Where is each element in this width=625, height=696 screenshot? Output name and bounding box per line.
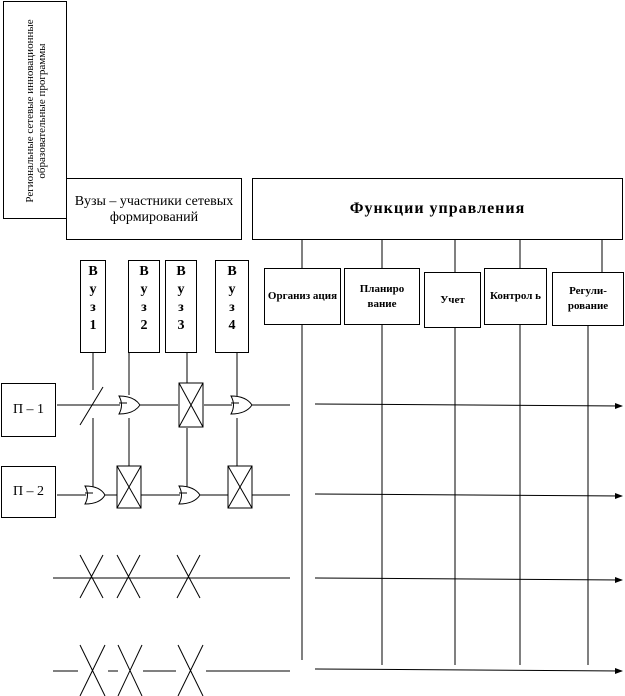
university-label: В у з 2 — [139, 264, 149, 333]
university-label: В у з 3 — [176, 264, 186, 333]
functions-title: Функции управления — [349, 200, 526, 217]
function-box-planning: Планиро вание — [344, 268, 420, 325]
university-box-3: В у з 3 — [165, 260, 197, 353]
program-box-2: П – 2 — [1, 466, 56, 518]
function-box-organization: Организ ация — [264, 268, 341, 325]
function-label: Планиро вание — [359, 282, 405, 310]
university-box-1: В у з 1 — [80, 260, 106, 353]
program-label: П – 1 — [12, 402, 45, 417]
function-label: Организ ация — [267, 290, 338, 302]
function-box-control: Контрол ь — [484, 268, 547, 325]
functions-title-box: Функции управления — [252, 178, 623, 240]
program-box-1: П – 1 — [1, 383, 56, 437]
university-box-4: В у з 4 — [215, 260, 249, 353]
function-label: Контрол ь — [489, 290, 541, 302]
program-label: П – 2 — [12, 484, 45, 499]
function-label: Учет — [440, 293, 465, 306]
university-label: В у з 1 — [88, 264, 98, 333]
programs-box: Региональные сетевые инновационные образ… — [3, 1, 67, 219]
programs-label: Региональные сетевые инновационные образ… — [24, 19, 48, 203]
function-box-regulation: Регули-рование — [552, 272, 624, 326]
university-label: В у з 4 — [227, 264, 237, 333]
function-label: Регули-рование — [567, 285, 609, 312]
function-box-accounting: Учет — [424, 272, 481, 328]
university-box-2: В у з 2 — [128, 260, 160, 353]
universities-header-box: Вузы – участники сетевых формирований — [66, 178, 242, 240]
universities-label: Вузы – участники сетевых формирований — [74, 194, 234, 225]
